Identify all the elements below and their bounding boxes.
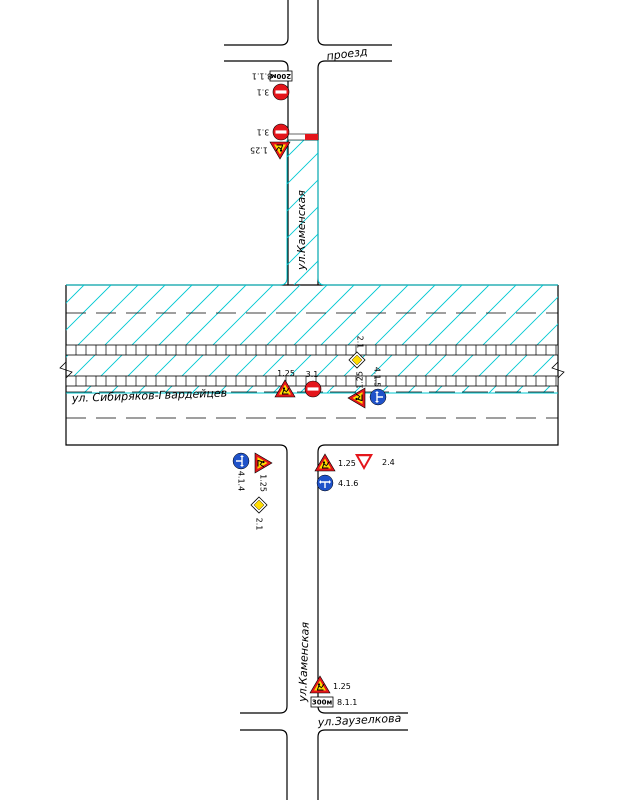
rail-strip-upper	[65, 344, 559, 356]
barrier	[287, 133, 319, 141]
sign-8-1-1-south: 300м 8.1.1	[310, 696, 357, 708]
sign-2-1-center: 2.1	[348, 336, 366, 369]
direction-left-right-icon	[369, 388, 387, 406]
svg-text:3.1: 3.1	[257, 128, 270, 137]
sign-2-4-se: 2.4	[355, 454, 395, 470]
road-works-icon	[309, 675, 331, 694]
direction-straight-right-icon	[232, 452, 250, 470]
sign-1-25-north: 1.25	[250, 141, 291, 160]
svg-text:1.25: 1.25	[277, 369, 295, 378]
svg-text:3.1: 3.1	[257, 88, 270, 97]
street-sibiryakov: ул. Сибиряков-Гвардейцев	[71, 387, 228, 405]
street-zauzelkova: ул.Заузелкова	[316, 712, 401, 729]
direction-left-right-icon	[316, 474, 334, 492]
no-entry-icon	[272, 123, 290, 141]
svg-text:8.1.1: 8.1.1	[337, 698, 357, 707]
no-entry-icon	[304, 380, 322, 398]
sign-4-1-4-sw: 4.1.4	[232, 452, 250, 491]
yield-icon	[355, 454, 373, 470]
sign-4-1-5-center: 4.1.5	[369, 367, 387, 406]
svg-text:2.1: 2.1	[356, 336, 365, 349]
no-entry-icon	[272, 83, 290, 101]
sign-1-25-south: 1.25	[309, 675, 351, 694]
svg-text:2.4: 2.4	[382, 458, 395, 467]
sign-4-1-6-se: 4.1.6	[316, 474, 358, 492]
break-marks	[59, 361, 565, 379]
sign-8-1-1-north: 200м 8.1.1	[252, 70, 293, 82]
main-road-icon	[250, 496, 268, 514]
svg-text:200м: 200м	[271, 72, 292, 80]
sign-3-1-north-a: 3.1	[257, 83, 290, 101]
svg-text:8.1.1: 8.1.1	[252, 72, 272, 81]
street-kamenskaya-north: ул.Каменская	[295, 190, 308, 271]
sign-1-25-sw: 1.25	[254, 452, 273, 492]
street-kamenskaya-south: ул.Каменская	[296, 621, 312, 703]
sign-1-25-se: 1.25	[314, 453, 356, 472]
road-works-icon	[254, 452, 273, 474]
sign-3-1-center: 3.1	[304, 370, 322, 398]
svg-text:1.25: 1.25	[259, 474, 268, 492]
svg-text:300м: 300м	[312, 699, 333, 707]
hatched-work-area	[66, 139, 558, 394]
svg-text:4.1.6: 4.1.6	[338, 479, 358, 488]
svg-text:1.25: 1.25	[338, 459, 356, 468]
svg-text:3.1: 3.1	[306, 370, 319, 379]
svg-text:1.25: 1.25	[250, 146, 268, 155]
street-proezd: проезд	[326, 45, 368, 63]
svg-text:4.1.4: 4.1.4	[237, 471, 246, 491]
sign-2-1-sw: 2.1	[250, 496, 268, 531]
sign-3-1-north-b: 3.1	[257, 123, 290, 141]
svg-text:1.25: 1.25	[356, 371, 365, 389]
svg-text:2.1: 2.1	[255, 518, 264, 531]
sign-1-25-center: 1.25	[274, 369, 296, 398]
svg-text:1.25: 1.25	[333, 682, 351, 691]
sign-1-25-center-b: 1.25	[347, 371, 366, 409]
svg-text:4.1.5: 4.1.5	[373, 367, 382, 387]
